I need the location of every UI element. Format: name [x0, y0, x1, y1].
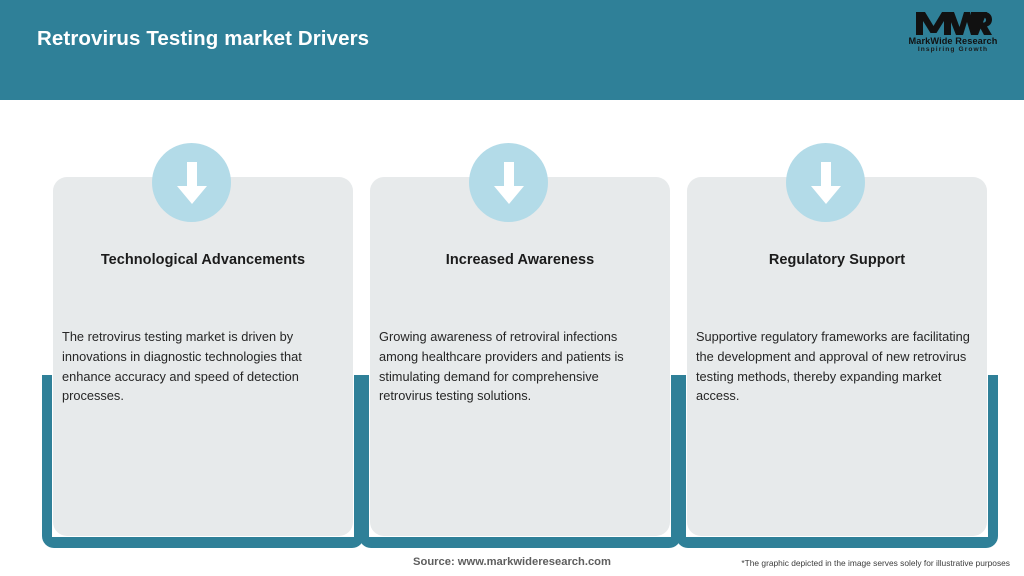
- logo-tagline: Inspiring Growth: [917, 46, 989, 54]
- arrow-down-icon: [786, 143, 865, 222]
- logo-company-name: MarkWide Research: [908, 36, 998, 46]
- card-panel: [687, 177, 987, 536]
- card-panel: [370, 177, 670, 536]
- brand-logo: MarkWide Research Inspiring Growth: [899, 10, 1007, 60]
- header-band: [0, 0, 1024, 100]
- card-heading: Regulatory Support: [768, 252, 906, 268]
- card-panel: [53, 177, 353, 536]
- arrow-down-icon: [469, 143, 548, 222]
- card-body-text: Supportive regulatory frameworks are fac…: [696, 329, 970, 404]
- card-heading: Increased Awareness: [445, 252, 595, 268]
- driver-card: Regulatory Support Supportive regulatory…: [676, 143, 998, 548]
- card-body-text: Growing awareness of retroviral infectio…: [379, 329, 624, 404]
- card-heading: Technological Advancements: [100, 252, 306, 268]
- footer-source-label: Source: www.markwideresearch.com: [413, 556, 611, 568]
- mwr-monogram-icon: [899, 10, 1007, 36]
- driver-card: Technological Advancements The retroviru…: [42, 143, 364, 548]
- page-title: Retrovirus Testing market Drivers: [37, 27, 370, 50]
- driver-card: Increased Awareness Growing awareness of…: [359, 143, 681, 548]
- card-body-text: The retrovirus testing market is driven …: [62, 329, 302, 404]
- footer-disclaimer-label: *The graphic depicted in the image serve…: [741, 558, 1010, 568]
- arrow-down-icon: [152, 143, 231, 222]
